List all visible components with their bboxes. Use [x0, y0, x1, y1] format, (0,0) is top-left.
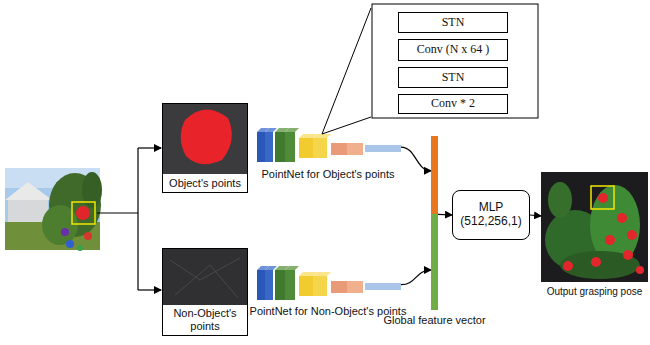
node-label: Conv * 2 [431, 97, 475, 111]
connector-arrow [401, 147, 431, 171]
image-box: Non-Object's points [162, 248, 248, 336]
detail-frame [372, 4, 538, 118]
node-label: MLP (512,256,1) [459, 201, 523, 229]
node-label: STN [442, 71, 465, 85]
connector-arrow [401, 270, 431, 285]
module-box: Conv * 2 [398, 94, 508, 114]
module-box: STN [398, 67, 508, 88]
non-object-points-image [163, 249, 247, 305]
node-label: PointNet for Object's points [250, 168, 406, 181]
pointnet-blocks [257, 128, 401, 162]
object-points-image [163, 104, 247, 174]
node-label: Global feature vector [375, 314, 494, 327]
pointnet-blocks [257, 266, 401, 300]
node-label: Non-Object's points [163, 307, 247, 332]
module-box: STN [398, 12, 508, 33]
network-block: PointNet for Object's points [255, 128, 401, 162]
node-label: STN [442, 16, 465, 30]
node-label: Output grasping pose [541, 286, 648, 298]
module-box: Conv (N x 64 ) [398, 39, 508, 61]
connector-arrow [438, 214, 452, 216]
network-block: PointNet for Non-Object's points [255, 266, 401, 300]
input-photo [5, 168, 102, 251]
mlp-box: MLP (512,256,1) [452, 190, 530, 240]
connector-arrow [530, 215, 541, 216]
output-image [541, 172, 648, 282]
node-label: Object's points [163, 177, 247, 190]
feature-vector: Global feature vector [431, 136, 438, 310]
node-label: Conv (N x 64 ) [417, 43, 490, 57]
image-box: Object's points [162, 103, 248, 193]
output-image-box: Output grasping pose [541, 172, 648, 282]
